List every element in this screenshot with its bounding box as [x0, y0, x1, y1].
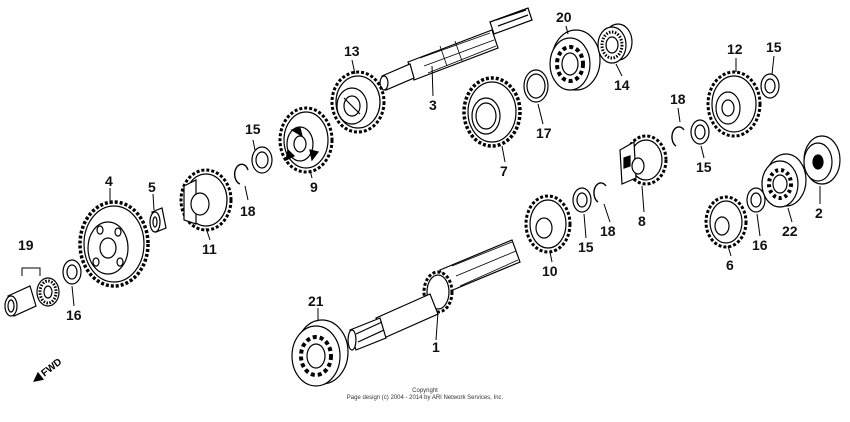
- label-14: 14: [614, 77, 630, 93]
- label-18-c: 18: [600, 223, 616, 239]
- copyright-title: Copyright: [412, 388, 438, 394]
- label-2: 2: [815, 205, 823, 221]
- washer-15-c: [690, 119, 710, 145]
- label-22: 22: [782, 223, 798, 239]
- label-15-b: 15: [766, 39, 782, 55]
- label-16-b: 16: [752, 237, 768, 253]
- gear-7: [462, 76, 522, 148]
- label-20: 20: [556, 9, 572, 25]
- gear-12: [706, 70, 762, 138]
- bearing-21: [291, 319, 349, 387]
- label-6: 6: [726, 257, 734, 273]
- gear-9: [278, 106, 334, 174]
- part-number-labels: 13 3 9 15 18 4 5 11 7 17 20 14 12 15 18 …: [18, 9, 823, 355]
- washer-15-a: [251, 146, 273, 174]
- label-10: 10: [542, 263, 558, 279]
- label-13: 13: [344, 43, 360, 59]
- label-15-c: 15: [696, 159, 712, 175]
- gear-4: [78, 200, 150, 288]
- label-15-d: 15: [578, 239, 594, 255]
- label-8: 8: [638, 213, 646, 229]
- gear-6: [704, 195, 748, 249]
- needle-bearing-14: [597, 23, 633, 64]
- label-3: 3: [429, 97, 437, 113]
- label-18-b: 18: [670, 91, 686, 107]
- washer-16-b: [746, 187, 766, 213]
- oil-seal-2: [803, 135, 841, 185]
- label-5: 5: [148, 179, 156, 195]
- washer-15-b: [760, 73, 780, 99]
- label-12: 12: [727, 41, 743, 57]
- countershaft-3: [379, 7, 533, 91]
- circlip-18-b: [671, 126, 685, 147]
- label-4: 4: [105, 173, 113, 189]
- circlip-18-c: [593, 182, 607, 203]
- label-17: 17: [536, 125, 552, 141]
- label-21: 21: [308, 293, 324, 309]
- leader-lines: [71, 25, 821, 341]
- label-16-a: 16: [66, 307, 82, 323]
- label-18-a: 18: [240, 203, 256, 219]
- copyright-text: Page design (c) 2004 - 2014 by ARI Netwo…: [346, 395, 504, 401]
- label-7: 7: [500, 163, 508, 179]
- gear-13: [330, 70, 386, 134]
- label-15-a: 15: [245, 121, 261, 137]
- washer-16-a: [62, 259, 82, 285]
- label-1: 1: [432, 339, 440, 355]
- gear-11: [179, 168, 233, 232]
- washer-15-d: [572, 187, 592, 213]
- washer-17: [523, 69, 549, 103]
- mainshaft-1: [347, 239, 521, 351]
- needle-bearing-19: [4, 267, 60, 317]
- label-19: 19: [18, 237, 34, 253]
- label-11: 11: [202, 241, 217, 257]
- bearing-20: [549, 29, 601, 91]
- label-9: 9: [310, 179, 318, 195]
- circlip-18-a: [233, 163, 249, 185]
- gear-10: [524, 194, 572, 254]
- gear-8: [619, 134, 668, 186]
- bearing-22: [761, 153, 807, 208]
- collar-5: [149, 207, 167, 233]
